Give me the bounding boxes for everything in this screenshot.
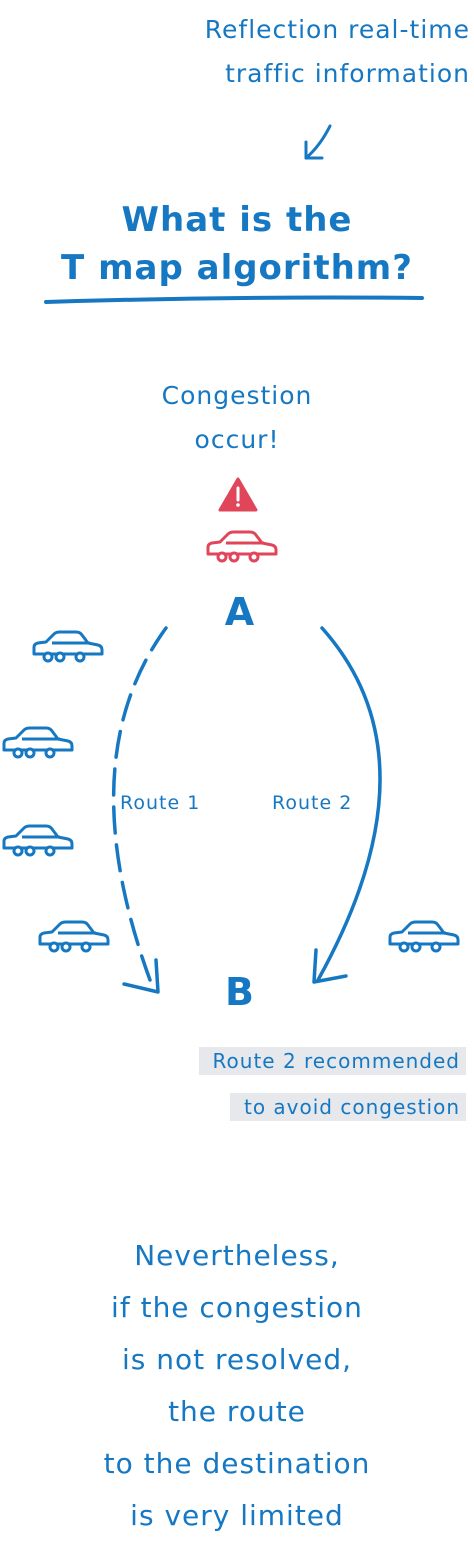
route-1-arrowhead: [122, 958, 160, 994]
conclusion-line-5: to the destination: [103, 1447, 371, 1480]
page-title: What is the T map algorithm?: [0, 196, 474, 292]
title-line-2: T map algorithm?: [61, 248, 413, 288]
congested-car-icon: [206, 530, 278, 563]
route-2-arrowhead: [312, 948, 348, 984]
congestion-text: Congestion occur!: [0, 374, 474, 462]
intro-line-2: traffic information: [225, 59, 470, 88]
title-line-1: What is the: [121, 200, 353, 240]
intro-text: Reflection real-time traffic information: [100, 8, 470, 96]
node-b-label: B: [225, 970, 255, 1014]
recommendation-text-2: to avoid congestion: [229, 1093, 466, 1121]
intro-line-1: Reflection real-time: [204, 15, 470, 44]
congestion-line-2: occur!: [194, 425, 280, 454]
car-icon: [388, 920, 460, 953]
recommendation-text-1: Route 2 recommended: [198, 1047, 466, 1075]
car-icon: [38, 920, 110, 953]
car-icon: [2, 824, 74, 857]
title-underline: [44, 295, 424, 304]
conclusion-line-6: is very limited: [130, 1499, 344, 1532]
route-1-label: Route 1: [120, 792, 201, 814]
warning-triangle-icon: [218, 477, 258, 512]
recommendation-line-1: Route 2 recommended: [150, 1044, 474, 1078]
conclusion-line-4: the route: [168, 1395, 306, 1428]
congestion-line-1: Congestion: [161, 381, 313, 410]
conclusion-text: Nevertheless, if the congestion is not r…: [0, 1230, 474, 1542]
conclusion-line-3: is not resolved,: [121, 1343, 353, 1376]
recommendation-line-2: to avoid congestion: [150, 1090, 474, 1124]
recommendation-note: Route 2 recommended to avoid congestion: [150, 1044, 474, 1136]
car-icon: [32, 630, 104, 663]
route-2-label: Route 2: [272, 792, 353, 814]
node-a-label: A: [224, 590, 256, 634]
curved-arrow-icon: [304, 124, 332, 160]
car-icon: [2, 726, 74, 759]
conclusion-line-1: Nevertheless,: [134, 1239, 340, 1272]
conclusion-line-2: if the congestion: [111, 1291, 363, 1324]
